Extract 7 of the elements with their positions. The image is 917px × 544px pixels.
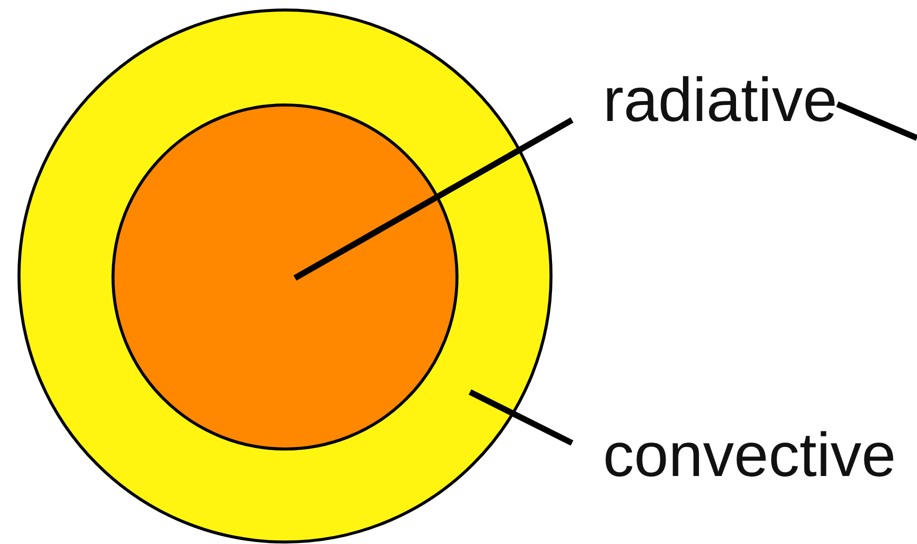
leader-line — [294, 117, 574, 281]
layer-label: radiative — [603, 70, 838, 132]
outer-layer-circle — [17, 8, 553, 544]
leader-line — [468, 389, 574, 446]
leader-line — [836, 101, 917, 141]
layer-label: convective — [603, 425, 896, 487]
inner-core-circle — [111, 103, 459, 451]
